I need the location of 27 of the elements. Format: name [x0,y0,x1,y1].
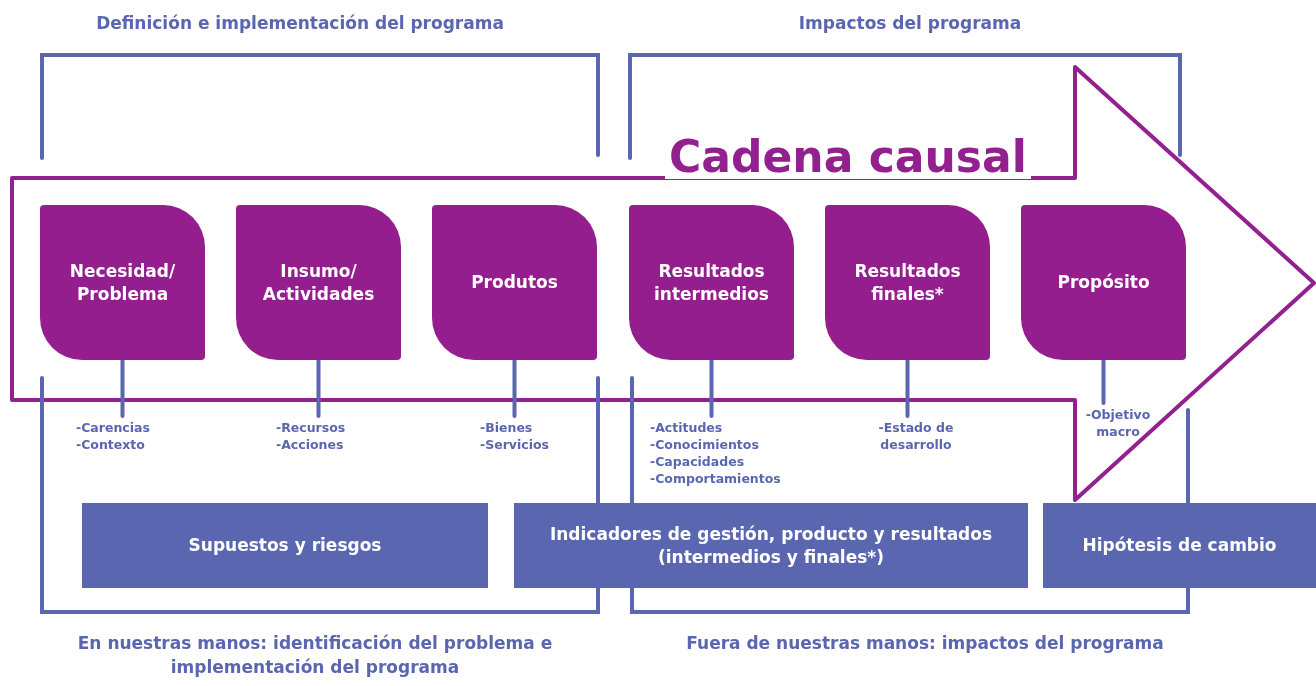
connector-line [905,358,910,418]
summary-box: Supuestos y riesgos [82,503,488,588]
item-list: -Objetivo macro [1078,407,1158,447]
stage-box: Insumo/ Actividades [236,205,401,360]
bracket-heading: Definición e implementación del programa [95,12,505,35]
causal-chain-arrow [10,65,1316,502]
stage-box: Produtos [432,205,597,360]
item-list: -Recursos -Acciones [276,420,376,460]
item-list: -Actitudes -Conocimientos -Capacidades -Comportamientos [650,420,810,492]
item-list: -Estado de desarrollo [866,420,966,460]
summary-box: Indicadores de gestión, producto y resultados (intermedios y finales*) [514,503,1028,588]
arrow-title: Cadena causal [665,135,1031,179]
stage-box: Resultados finales* [825,205,990,360]
item-list: -Bienes -Servicios [480,420,580,460]
bracket-caption: Fuera de nuestras manos: impactos del programa [685,632,1165,655]
connector-line [316,358,321,418]
connector-line [512,358,517,418]
item-list: -Carencias -Contexto [76,420,176,460]
stage-box: Resultados intermedios [629,205,794,360]
stage-box: Necesidad/ Problema [40,205,205,360]
connector-line [709,358,714,418]
summary-box: Hipótesis de cambio [1043,503,1316,588]
stage-box: Propósito [1021,205,1186,360]
bracket-heading: Impactos del programa [797,12,1023,35]
connector-line [120,358,125,418]
bracket-caption: En nuestras manos: identificación del problema e implementación del programa [76,632,554,679]
connector-line [1101,358,1106,405]
